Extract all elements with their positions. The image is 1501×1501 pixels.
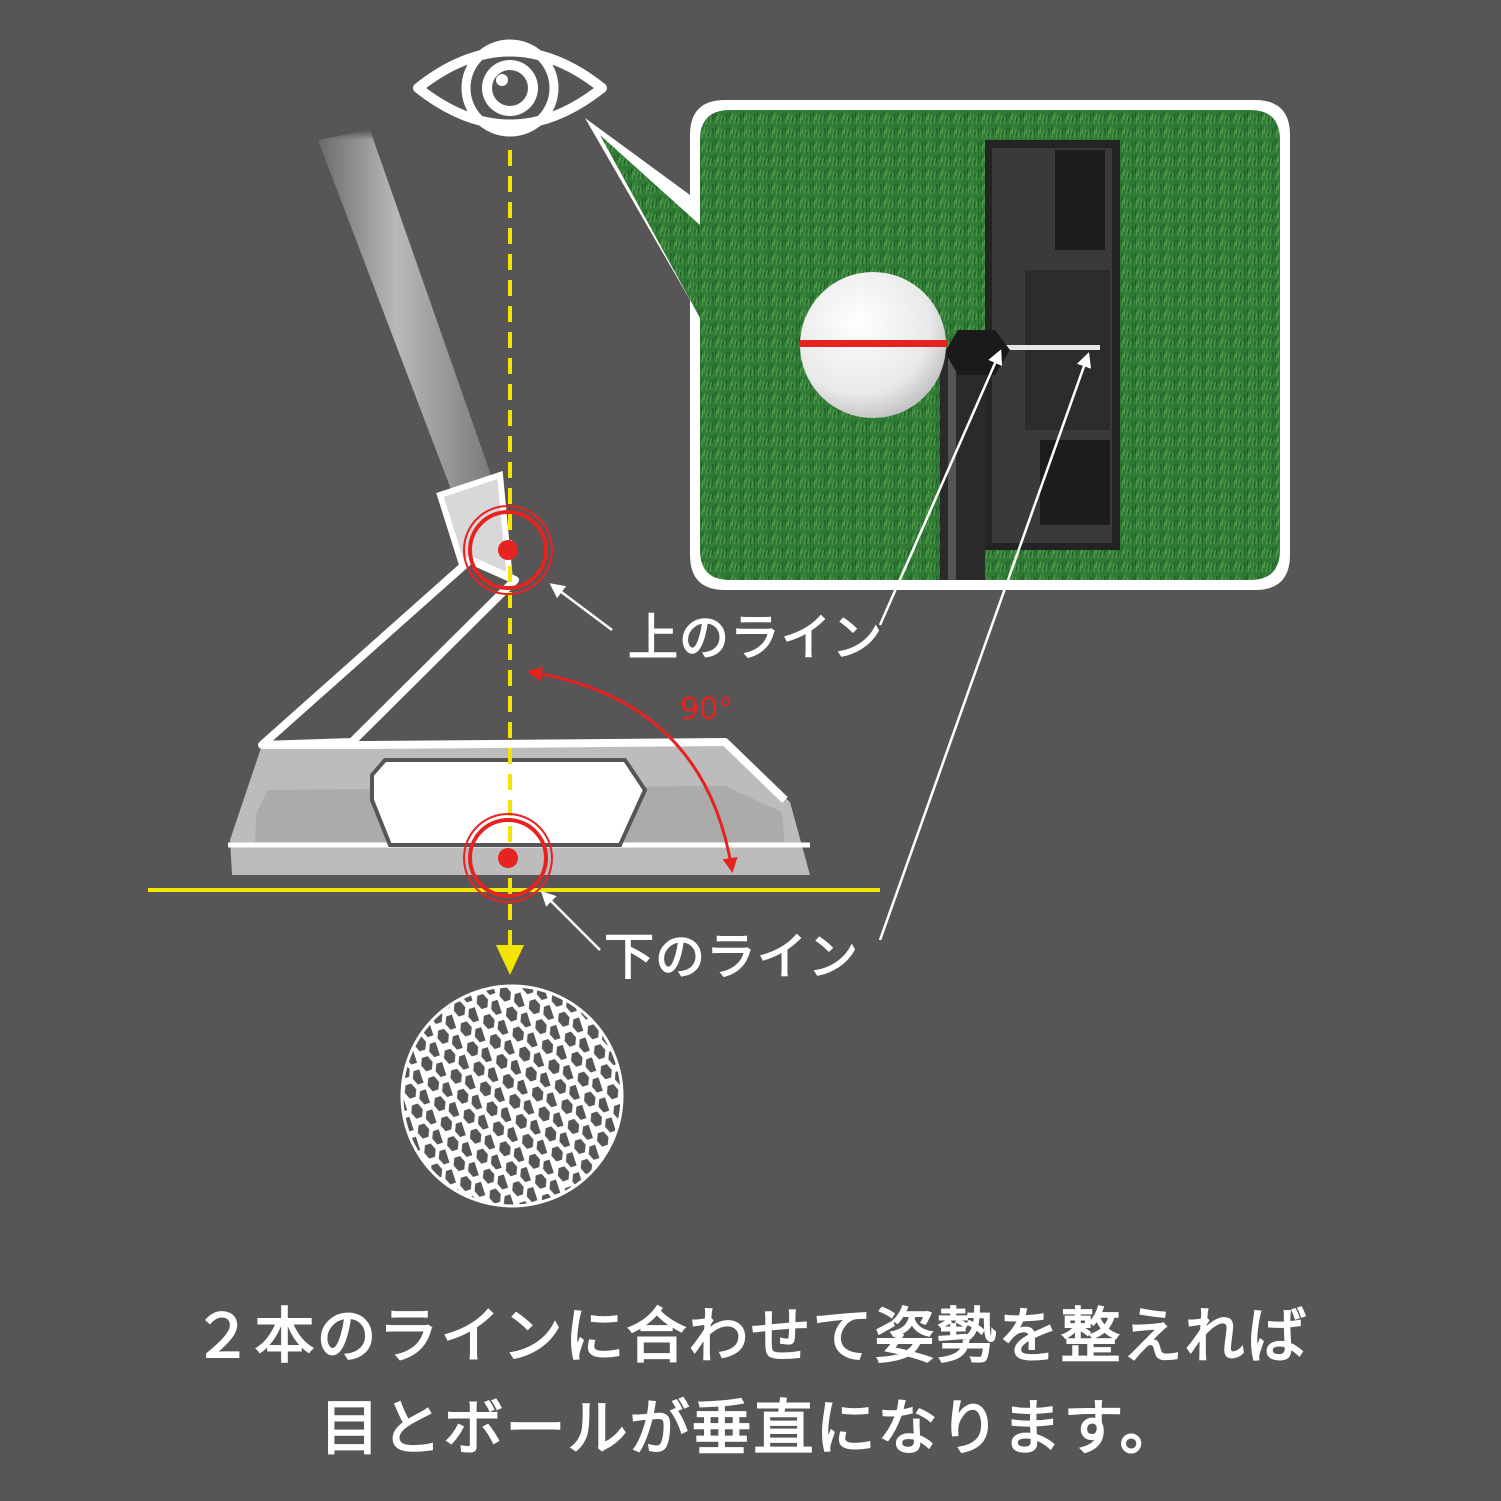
putter-head-photo <box>985 140 1120 550</box>
putter-photo-callout <box>585 100 1290 590</box>
caption-line-2: 目とボールが垂直になります。 <box>319 1394 1182 1464</box>
angle-label: 90° <box>680 692 734 727</box>
golf-ball-icon <box>400 984 624 1208</box>
right-angle-arc <box>527 666 738 873</box>
ball-photo <box>800 272 947 418</box>
lower-line-label: 下のライン <box>604 928 859 986</box>
eye-icon <box>413 39 607 137</box>
upper-target-marker <box>463 505 553 595</box>
caption-line-1: ２本のラインに合わせて姿勢を整えれば <box>192 1302 1309 1372</box>
upper-line-label: 上のライン <box>628 609 883 667</box>
lower-target-marker <box>463 813 553 903</box>
leader-lines <box>540 349 1092 951</box>
